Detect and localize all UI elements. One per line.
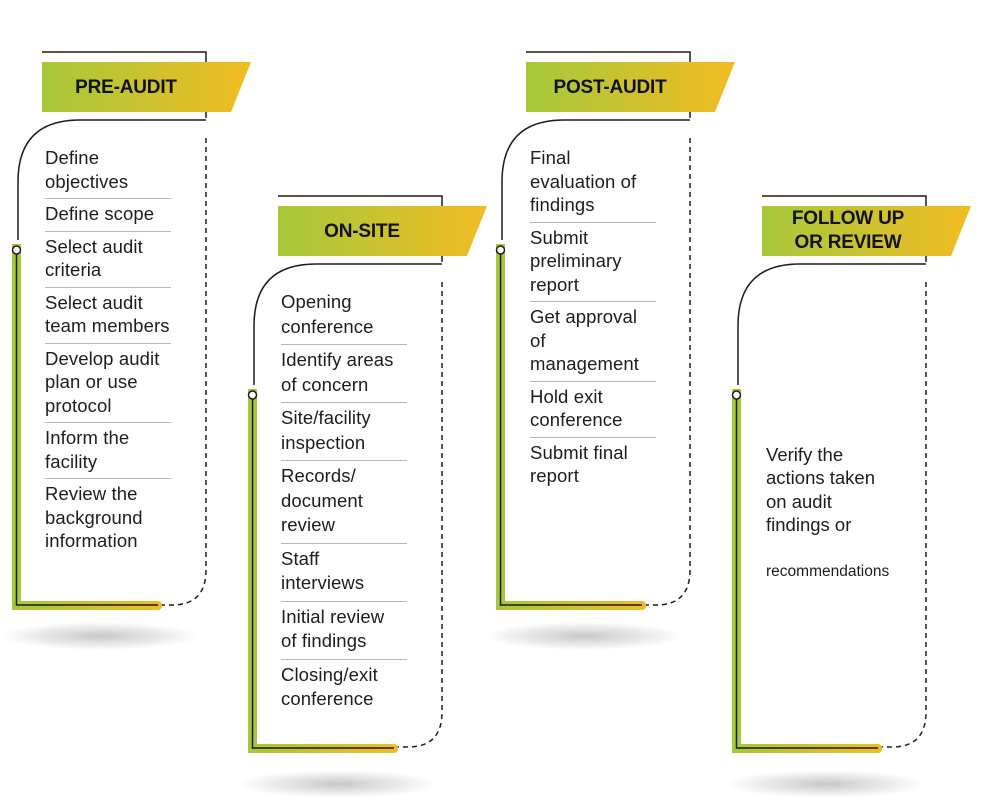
stage-1-graphics xyxy=(0,51,251,650)
list-item: Get approval of management xyxy=(530,302,656,382)
dashed-border xyxy=(642,138,691,606)
list-item: Submit final report xyxy=(530,441,628,487)
shadow xyxy=(238,770,438,798)
follow-up-main-text: Verify the actions taken on audit findin… xyxy=(766,443,876,536)
list-item: Develop audit plan or use protocol xyxy=(45,344,171,423)
header-banner xyxy=(42,62,251,112)
stage-3-graphics xyxy=(484,51,735,650)
list-item: Final evaluation of findings xyxy=(530,143,656,223)
connector-arc xyxy=(501,119,690,240)
header-banner xyxy=(278,206,487,256)
list-item: Closing/exit conference xyxy=(281,663,378,710)
stage-2-graphics xyxy=(238,195,487,798)
post-audit-list: Final evaluation of findings Submit prel… xyxy=(530,143,656,493)
list-item: Select audit team members xyxy=(45,288,171,344)
list-item: Opening conference xyxy=(281,287,407,345)
header-banner xyxy=(526,62,735,112)
inner-line xyxy=(251,395,394,749)
connector-arc xyxy=(737,263,926,385)
shadow xyxy=(484,622,684,650)
list-item: Submit preliminary report xyxy=(530,223,656,302)
list-item: Identify areas of concern xyxy=(281,345,407,403)
node-dot xyxy=(495,245,506,255)
follow-up-text: Verify the actions taken on audit findin… xyxy=(766,419,916,607)
node-dot xyxy=(247,390,258,400)
list-item: Records/ document review xyxy=(281,461,407,544)
stage-title-on-site: ON-SITE xyxy=(324,220,400,242)
follow-up-small-text: recommendations xyxy=(766,563,890,580)
header-banner xyxy=(762,206,971,256)
list-item: Staff interviews xyxy=(281,544,407,602)
list-item: Define scope xyxy=(45,199,171,232)
inner-line xyxy=(735,395,878,749)
list-item: Site/facility inspection xyxy=(281,403,407,461)
list-item: Define objectives xyxy=(45,143,171,199)
connector-arc xyxy=(253,263,442,385)
list-item: Select audit criteria xyxy=(45,232,171,288)
dashed-border xyxy=(158,138,207,606)
stage-title-pre-audit: PRE-AUDIT xyxy=(75,76,177,98)
list-item: Initial review of findings xyxy=(281,602,407,660)
stage-title-follow-up: FOLLOW UP OR REVIEW xyxy=(791,208,905,253)
list-item: Hold exit conference xyxy=(530,382,656,438)
stage-title-post-audit: POST-AUDIT xyxy=(553,76,667,98)
connector-arc xyxy=(17,119,206,240)
stage-4-graphics xyxy=(726,195,971,798)
shadow xyxy=(0,622,200,650)
shadow xyxy=(726,770,926,798)
node-dot xyxy=(11,245,22,255)
node-dot xyxy=(731,390,742,400)
inner-line xyxy=(499,250,642,606)
on-site-list: Opening conference Identify areas of con… xyxy=(281,287,407,717)
list-item: Review the background information xyxy=(45,483,143,551)
list-item: Inform the facility xyxy=(45,423,171,479)
pre-audit-list: Define objectives Define scope Select au… xyxy=(45,143,171,558)
inner-line xyxy=(15,250,158,606)
